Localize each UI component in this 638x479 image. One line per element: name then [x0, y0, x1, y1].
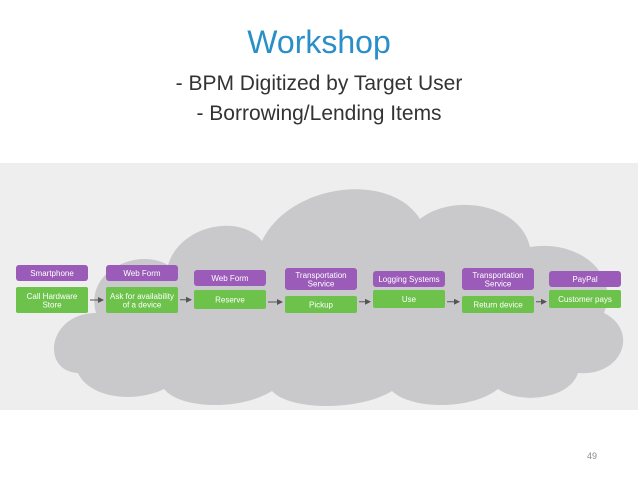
- actor-label: Smartphone: [30, 269, 74, 278]
- activity-label: Reserve: [215, 296, 245, 305]
- actor-box: [194, 270, 266, 286]
- actor-label: Service: [485, 279, 512, 288]
- actor-box: [285, 268, 357, 290]
- page-number: 49: [586, 451, 597, 461]
- subtitle-line-1: - BPM Digitized by Target User: [175, 72, 463, 95]
- subtitle-line-2: - Borrowing/Lending Items: [196, 102, 442, 125]
- activity-box: [106, 287, 178, 313]
- activity-label: Customer pays: [558, 295, 612, 304]
- actor-label: Transportation: [295, 271, 346, 280]
- activity-box: [285, 296, 357, 313]
- actor-box: [462, 268, 534, 290]
- actor-box: [16, 265, 88, 281]
- slide-title: Workshop: [247, 24, 391, 60]
- activity-label: Store: [42, 300, 62, 309]
- activity-label: of a device: [123, 300, 162, 309]
- actor-label: Transportation: [472, 271, 523, 280]
- actor-label: Service: [308, 279, 335, 288]
- activity-box: [373, 290, 445, 308]
- activity-box: [549, 290, 621, 308]
- activity-label: Return device: [473, 301, 523, 310]
- actor-label: Logging Systems: [378, 275, 439, 284]
- activity-label: Ask for availability: [110, 292, 174, 301]
- actor-label: Web Form: [123, 269, 161, 278]
- activity-box: [16, 287, 88, 313]
- activity-box: [462, 296, 534, 313]
- actor-box: [106, 265, 178, 281]
- actor-label: PayPal: [572, 275, 598, 284]
- actor-label: Web Form: [211, 274, 249, 283]
- actor-box: [373, 271, 445, 287]
- activity-label: Pickup: [309, 301, 334, 310]
- activity-label: Call Hardware: [27, 292, 78, 301]
- activity-label: Use: [402, 295, 417, 304]
- actor-box: [549, 271, 621, 287]
- activity-box: [194, 290, 266, 309]
